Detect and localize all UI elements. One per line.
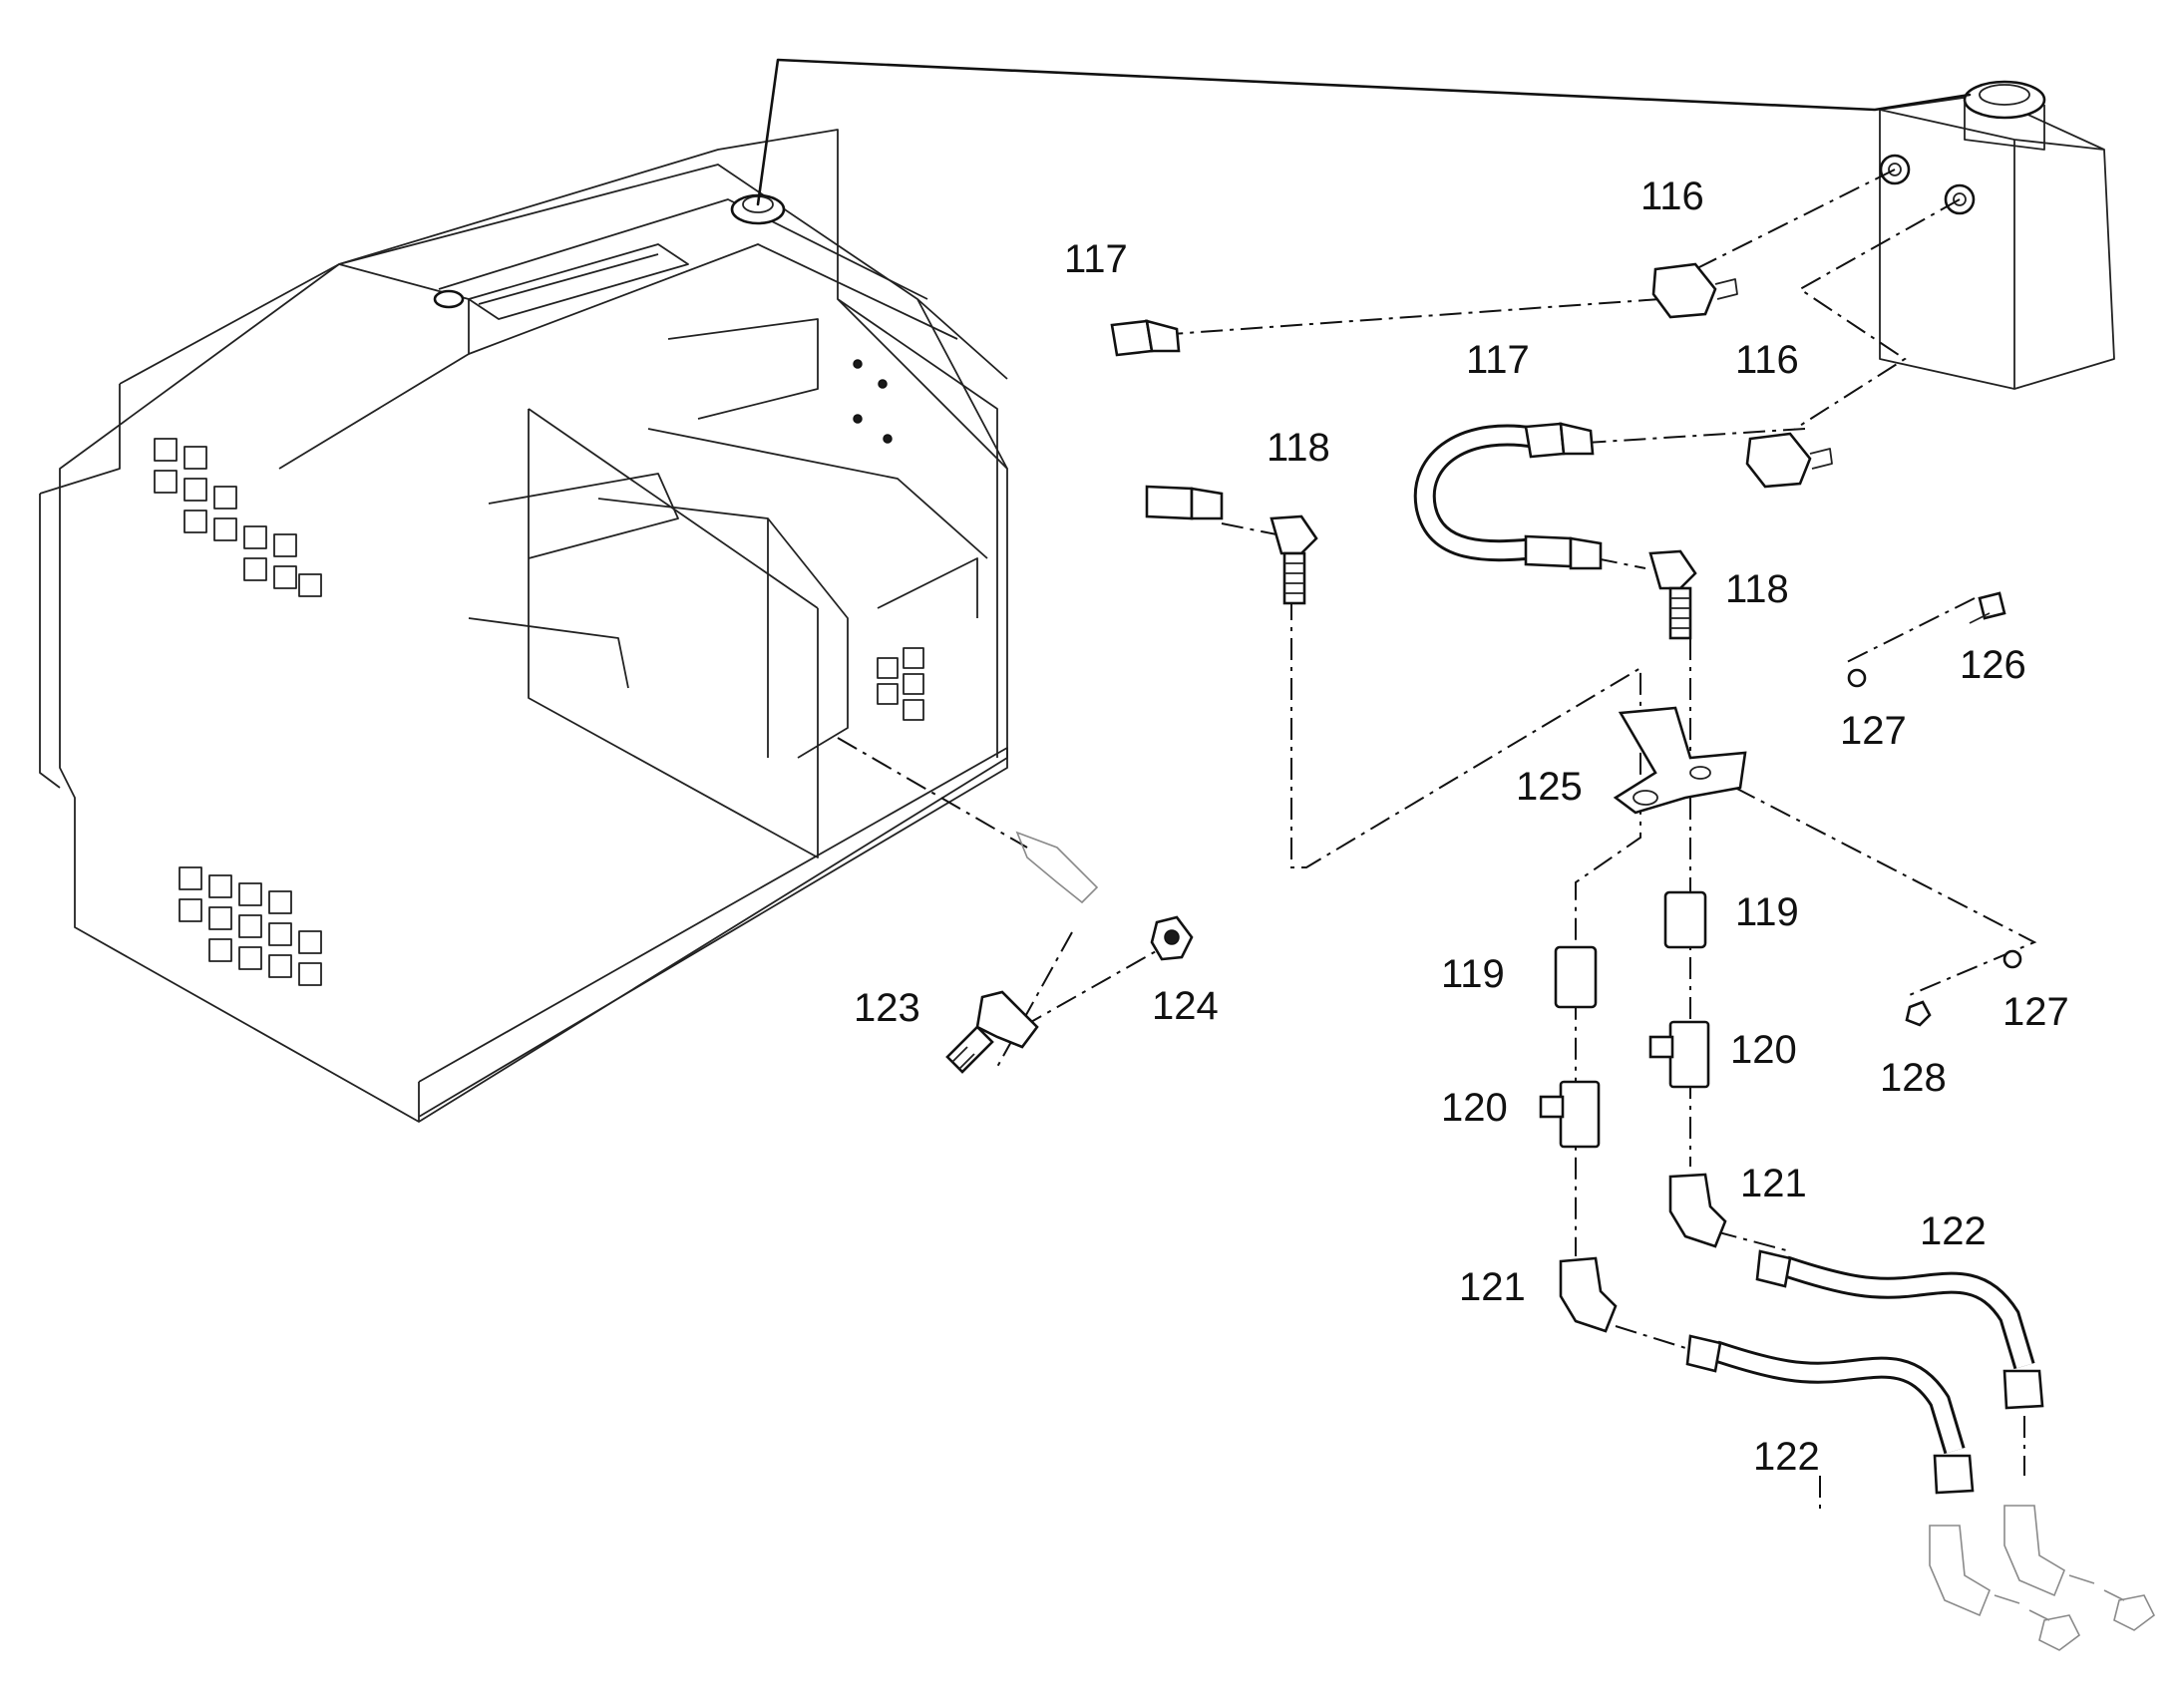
washer-127-lower bbox=[2002, 949, 2022, 969]
callout-126: 126 bbox=[1960, 643, 2026, 687]
leader-lines bbox=[837, 169, 2037, 1516]
callout-123: 123 bbox=[854, 986, 920, 1030]
lower-fittings bbox=[1929, 1505, 2156, 1651]
fitting-116-lower bbox=[1745, 432, 1833, 489]
washer-127-upper bbox=[1847, 668, 1867, 688]
callout-124: 124 bbox=[1152, 984, 1219, 1028]
fitting-118-upper bbox=[1270, 514, 1318, 605]
callout-125: 125 bbox=[1516, 765, 1583, 809]
bracket-125 bbox=[1613, 706, 1747, 815]
callout-120: 120 bbox=[1441, 1086, 1508, 1130]
callout-121: 121 bbox=[1459, 1265, 1526, 1309]
elbow-121-left bbox=[1559, 1256, 1618, 1333]
callout-121: 121 bbox=[1740, 1162, 1807, 1205]
cap-124 bbox=[1150, 915, 1194, 961]
coupler-119-right bbox=[1663, 890, 1707, 949]
fitting-116-upper bbox=[1651, 262, 1738, 319]
screw-126 bbox=[1969, 591, 2006, 624]
hose-117-upper bbox=[1022, 319, 1224, 520]
machine-frame bbox=[39, 129, 1008, 1123]
coupler-119-left bbox=[1554, 945, 1598, 1009]
tee-120-right bbox=[1648, 1020, 1710, 1089]
callout-117: 117 bbox=[1466, 338, 1530, 382]
louvers-upper bbox=[154, 438, 322, 597]
callout-122: 122 bbox=[1753, 1435, 1820, 1479]
callout-116: 116 bbox=[1640, 174, 1704, 218]
hose-122-lower bbox=[1685, 1334, 1975, 1495]
elbow-121-right bbox=[1668, 1173, 1727, 1248]
nut-128 bbox=[1905, 1000, 1932, 1027]
valve-123 bbox=[945, 831, 1099, 1074]
hose-117-lower bbox=[1413, 422, 1603, 570]
louvers-lower bbox=[179, 866, 322, 986]
callout-117: 117 bbox=[1064, 237, 1128, 281]
callout-127: 127 bbox=[2002, 990, 2069, 1034]
callout-119: 119 bbox=[1441, 952, 1505, 996]
callout-116: 116 bbox=[1735, 338, 1799, 382]
hose-122-upper bbox=[1755, 1249, 2044, 1410]
callout-118: 118 bbox=[1267, 426, 1330, 470]
callout-119: 119 bbox=[1735, 890, 1799, 934]
fuel-tank bbox=[1879, 80, 2115, 390]
reference-line bbox=[756, 58, 1972, 206]
tee-120-left bbox=[1539, 1080, 1601, 1149]
callout-120: 120 bbox=[1730, 1028, 1797, 1072]
fitting-118-lower bbox=[1648, 549, 1697, 640]
louvers-right bbox=[877, 647, 924, 721]
callout-labels: 116 116 117 117 118 118 119 119 120 120 … bbox=[854, 174, 2069, 1479]
callout-128: 128 bbox=[1880, 1056, 1947, 1100]
callout-127: 127 bbox=[1840, 709, 1907, 753]
callout-122: 122 bbox=[1920, 1209, 1987, 1253]
callout-118: 118 bbox=[1725, 567, 1789, 611]
